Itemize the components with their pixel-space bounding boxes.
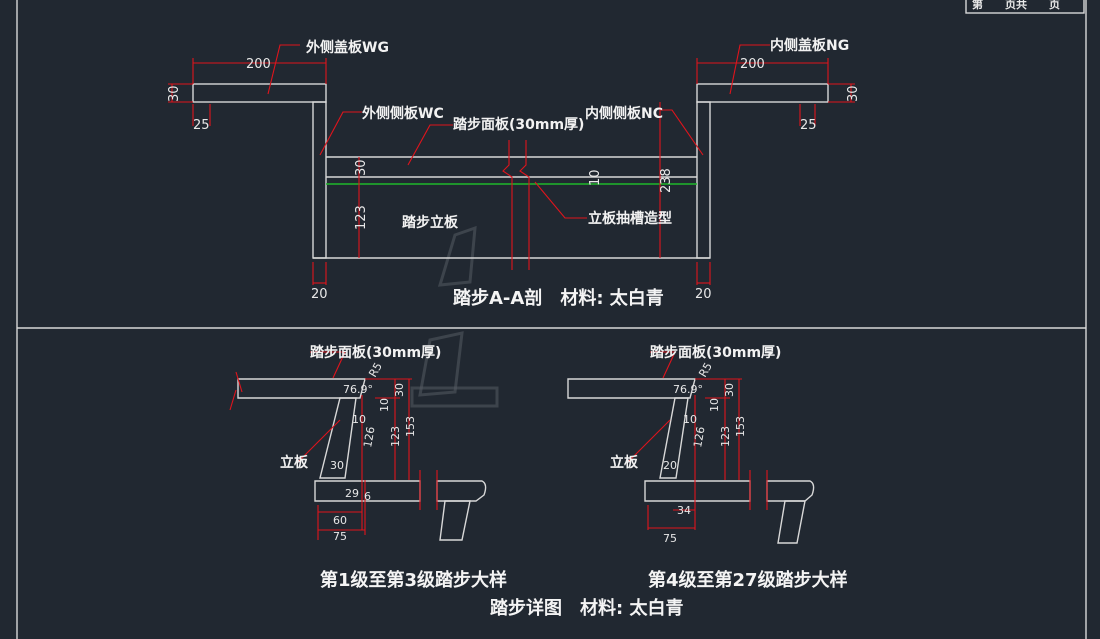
inner-cap-plate	[696, 83, 829, 103]
dimension-label: 10	[378, 398, 391, 412]
detail-4-27-caption: 第4级至第27级踏步大样	[648, 569, 848, 591]
riser-label: 踏步立板	[402, 214, 459, 231]
break-symbol	[502, 140, 530, 270]
riser-plate	[319, 397, 357, 479]
watermark-logo	[410, 225, 499, 408]
dim-riser-height: 123	[354, 205, 369, 230]
detail-1-3-caption: 第1级至第3级踏步大样	[320, 569, 507, 591]
dimension-label: 30	[723, 383, 736, 397]
dim-total-height: 238	[659, 168, 674, 193]
dimension-label: 123	[719, 426, 732, 447]
inner-side-plate	[696, 101, 711, 259]
dimension-label: 75	[663, 532, 677, 545]
dimension-label: 76.9°	[343, 383, 373, 396]
tread-label-1: 踏步面板(30mm厚)	[310, 344, 441, 361]
riser-label-2: 立板	[610, 454, 639, 471]
dim-right-width: 200	[740, 57, 765, 72]
dim-left-wall: 20	[311, 287, 328, 302]
dimension-label: 29	[345, 487, 359, 500]
dimension-label: 10	[683, 413, 697, 426]
dimension-label: 30	[393, 383, 406, 397]
dimension-label: 10	[708, 398, 721, 412]
dim-right-wall: 20	[695, 287, 712, 302]
outer-side-plate	[312, 101, 327, 259]
tread-label-2: 踏步面板(30mm厚)	[650, 344, 781, 361]
dimension-label: 20	[663, 459, 677, 472]
dimension-label: 76.9°	[673, 383, 703, 396]
dimension-label: 153	[734, 416, 747, 437]
dimension-label: R5	[696, 360, 715, 379]
dimension-label: 126	[691, 426, 707, 449]
dimension-label: 10	[352, 413, 366, 426]
dimension-lines	[168, 44, 855, 285]
riser-plate	[659, 397, 689, 479]
dimension-label: 6	[364, 490, 371, 503]
drawing-frame	[16, 0, 1087, 639]
dim-groove: 10	[588, 169, 603, 186]
dimension-label: 153	[404, 416, 417, 437]
title-block: 第 页共 页	[965, 0, 1085, 14]
detail-steps-1-3: 踏步面板(30mm厚) 立板 R5 76.9° 30 10 10 126 123…	[229, 344, 507, 591]
dim-tread-thick: 30	[354, 159, 369, 176]
section-aa-caption: 踏步A-A剖 材料: 太白青	[453, 287, 664, 309]
footer-caption: 踏步详图 材料: 太白青	[490, 597, 683, 619]
dim-right-thick: 30	[846, 85, 861, 102]
tread-label: 踏步面板(30mm厚)	[453, 116, 584, 133]
tread-plank	[237, 378, 366, 399]
outer-side-label: 外侧侧板WC	[362, 105, 444, 122]
dimension-label: R5	[366, 360, 385, 379]
section-aa: 外侧盖板WG 外侧侧板WC 踏步面板(30mm厚) 踏步立板 立板抽槽造型 内侧…	[167, 37, 861, 309]
dim-left-overhang: 25	[193, 118, 210, 133]
groove-label: 立板抽槽造型	[588, 210, 672, 227]
detail-steps-4-27: 踏步面板(30mm厚) 立板 R5 76.9° 30 10 10 126 123…	[567, 344, 848, 591]
dimension-label: 75	[333, 530, 347, 543]
riser-label-1: 立板	[280, 454, 309, 471]
lower-tread	[644, 480, 751, 502]
dimension-label: 126	[361, 426, 377, 449]
inner-cap-label: 内侧盖板NG	[770, 37, 849, 54]
dimension-label: 34	[677, 504, 691, 517]
inner-side-label: 内侧侧板NC	[585, 105, 663, 122]
page-number-text: 第 页共 页	[972, 0, 1060, 11]
outer-cap-label: 外侧盖板WG	[306, 39, 389, 56]
dimension-label: 60	[333, 514, 347, 527]
outer-cap-plate	[192, 83, 327, 103]
dim-left-width: 200	[246, 57, 271, 72]
dimension-label: 30	[330, 459, 344, 472]
dim-right-overhang: 25	[800, 118, 817, 133]
dimension-label: 123	[389, 426, 402, 447]
dim-left-thick: 30	[167, 85, 182, 102]
tread-plank	[567, 378, 696, 399]
